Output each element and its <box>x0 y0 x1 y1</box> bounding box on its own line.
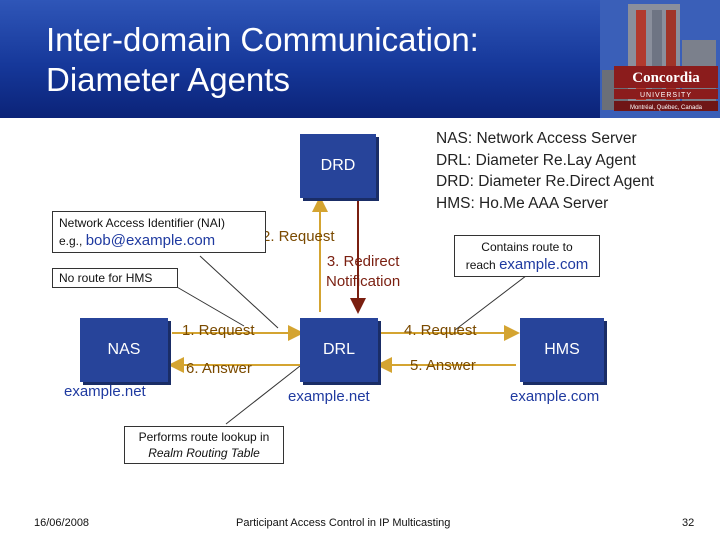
svg-text:Concordia: Concordia <box>632 70 700 86</box>
legend-hms: HMS: Ho.Me AAA Server <box>436 194 609 212</box>
no-route-callout: No route for HMS <box>52 268 178 288</box>
abbreviation-legend: NAS: Network Access Server DRL: Diameter… <box>436 128 696 214</box>
nai-example: e.g., bob@example.com <box>59 232 259 250</box>
title-line-2: Diameter Agents <box>46 61 290 98</box>
nai-callout: Network Access Identifier (NAI) e.g., bo… <box>52 211 266 253</box>
lookup-line-2: Realm Routing Table <box>148 446 260 460</box>
contains-line-1: Contains route to <box>481 240 573 254</box>
concordia-logo: Concordia UNIVERSITY Montréal, Québec, C… <box>600 0 720 118</box>
legend-drd: DRD: Diameter Re.Direct Agent <box>436 173 654 190</box>
footer-date: 16/06/2008 <box>34 517 90 529</box>
hms-node: HMS <box>520 318 604 382</box>
message-2-request: 2. Request <box>262 228 335 245</box>
drl-domain: example.net <box>288 388 370 405</box>
legend-drl: DRL: Diameter Re.Lay Agent <box>436 151 636 169</box>
title-line-1: Inter-domain Communication: <box>46 21 479 58</box>
nai-title: Network Access Identifier (NAI) <box>59 216 226 230</box>
slide-title: Inter-domain Communication: Diameter Age… <box>46 20 479 100</box>
nai-value: bob@example.com <box>85 232 216 249</box>
message-4-request: 4. Request <box>404 322 477 339</box>
message-1-request: 1. Request <box>182 322 255 339</box>
route-lookup-callout: Performs route lookup in Realm Routing T… <box>124 426 284 464</box>
legend-nas: NAS: Network Access Server <box>436 130 637 147</box>
nai-pointer <box>199 255 279 329</box>
contains-value: example.com <box>499 256 589 273</box>
svg-text:UNIVERSITY: UNIVERSITY <box>640 92 692 99</box>
nas-node: NAS <box>80 318 168 382</box>
nai-eg: e.g., <box>59 234 83 248</box>
drl-node: DRL <box>300 318 378 382</box>
message-5-answer: 5. Answer <box>410 357 476 374</box>
drd-node: DRD <box>300 134 376 198</box>
contains-route-callout: Contains route to reach example.com <box>454 235 600 277</box>
hms-domain: example.com <box>510 388 600 405</box>
message-3-line-1: 3. Redirect <box>326 253 400 270</box>
message-3-redirect: 3. Redirect Notification <box>326 252 400 292</box>
contains-line-2: reach example.com <box>461 256 593 274</box>
message-6-answer: 6. Answer <box>186 360 252 377</box>
lookup-pointer <box>225 365 301 425</box>
footer-title: Participant Access Control in IP Multica… <box>236 517 451 529</box>
title-banner: Inter-domain Communication: Diameter Age… <box>0 0 720 118</box>
message-3-line-2: Notification <box>326 273 401 290</box>
lookup-line-1: Performs route lookup in <box>138 430 270 444</box>
no-route-pointer <box>169 282 245 327</box>
page-number: 32 <box>682 517 695 529</box>
svg-text:Montréal, Québec, Canada: Montréal, Québec, Canada <box>630 105 703 111</box>
contains-reach: reach <box>465 258 496 272</box>
nas-domain: example.net <box>64 383 146 400</box>
